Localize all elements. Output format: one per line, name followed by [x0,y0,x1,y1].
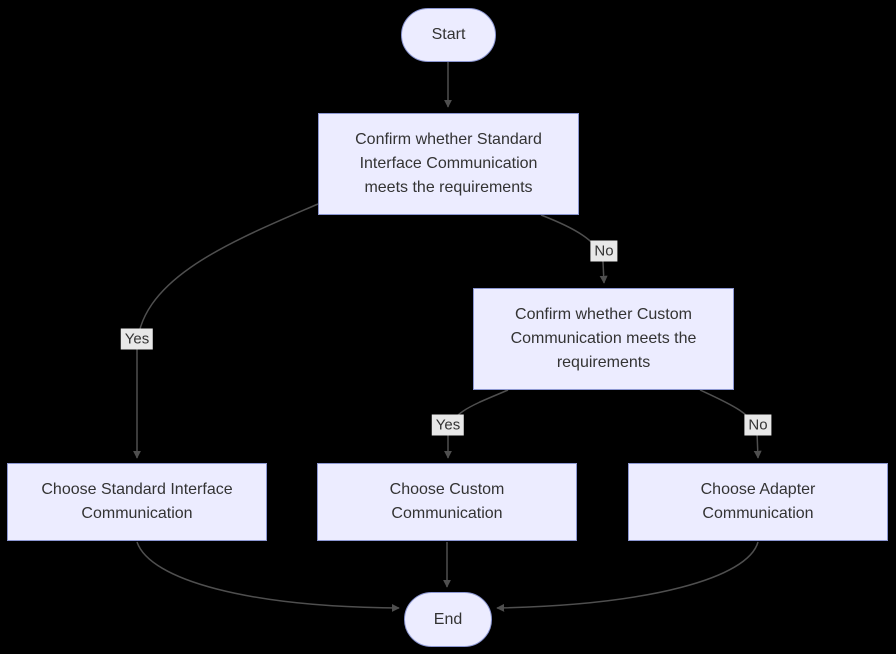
node-confirm-standard: Confirm whether Standard Interface Commu… [318,113,579,215]
edge-label-yes-standard: Yes [120,328,154,350]
edge-choose-standard-to-end [136,541,400,612]
node-choose-custom: Choose Custom Communication [317,463,577,541]
node-confirm-standard-label: Confirm whether Standard Interface Commu… [355,131,542,196]
node-start: Start [401,8,496,62]
node-choose-standard: Choose Standard Interface Communication [7,463,267,541]
node-choose-adapter-label: Choose Adapter Communication [700,481,816,522]
node-choose-custom-label: Choose Custom Communication [389,481,505,522]
node-end-label: End [433,610,463,628]
edge-label-yes-custom: Yes [431,414,465,436]
edge-label-no-custom: No [744,414,772,436]
edge-label-no-standard: No [590,240,618,262]
node-choose-adapter: Choose Adapter Communication [628,463,888,541]
node-confirm-custom: Confirm whether Custom Communication mee… [473,288,734,390]
node-choose-standard-label: Choose Standard Interface Communication [41,481,233,522]
node-confirm-custom-label: Confirm whether Custom Communication mee… [510,306,697,371]
node-start-label: Start [431,26,466,43]
edge-choose-adapter-to-end [496,541,759,612]
node-end: End [404,592,492,647]
edge-confirm-standard-yes-to-choose-standard [133,203,319,459]
